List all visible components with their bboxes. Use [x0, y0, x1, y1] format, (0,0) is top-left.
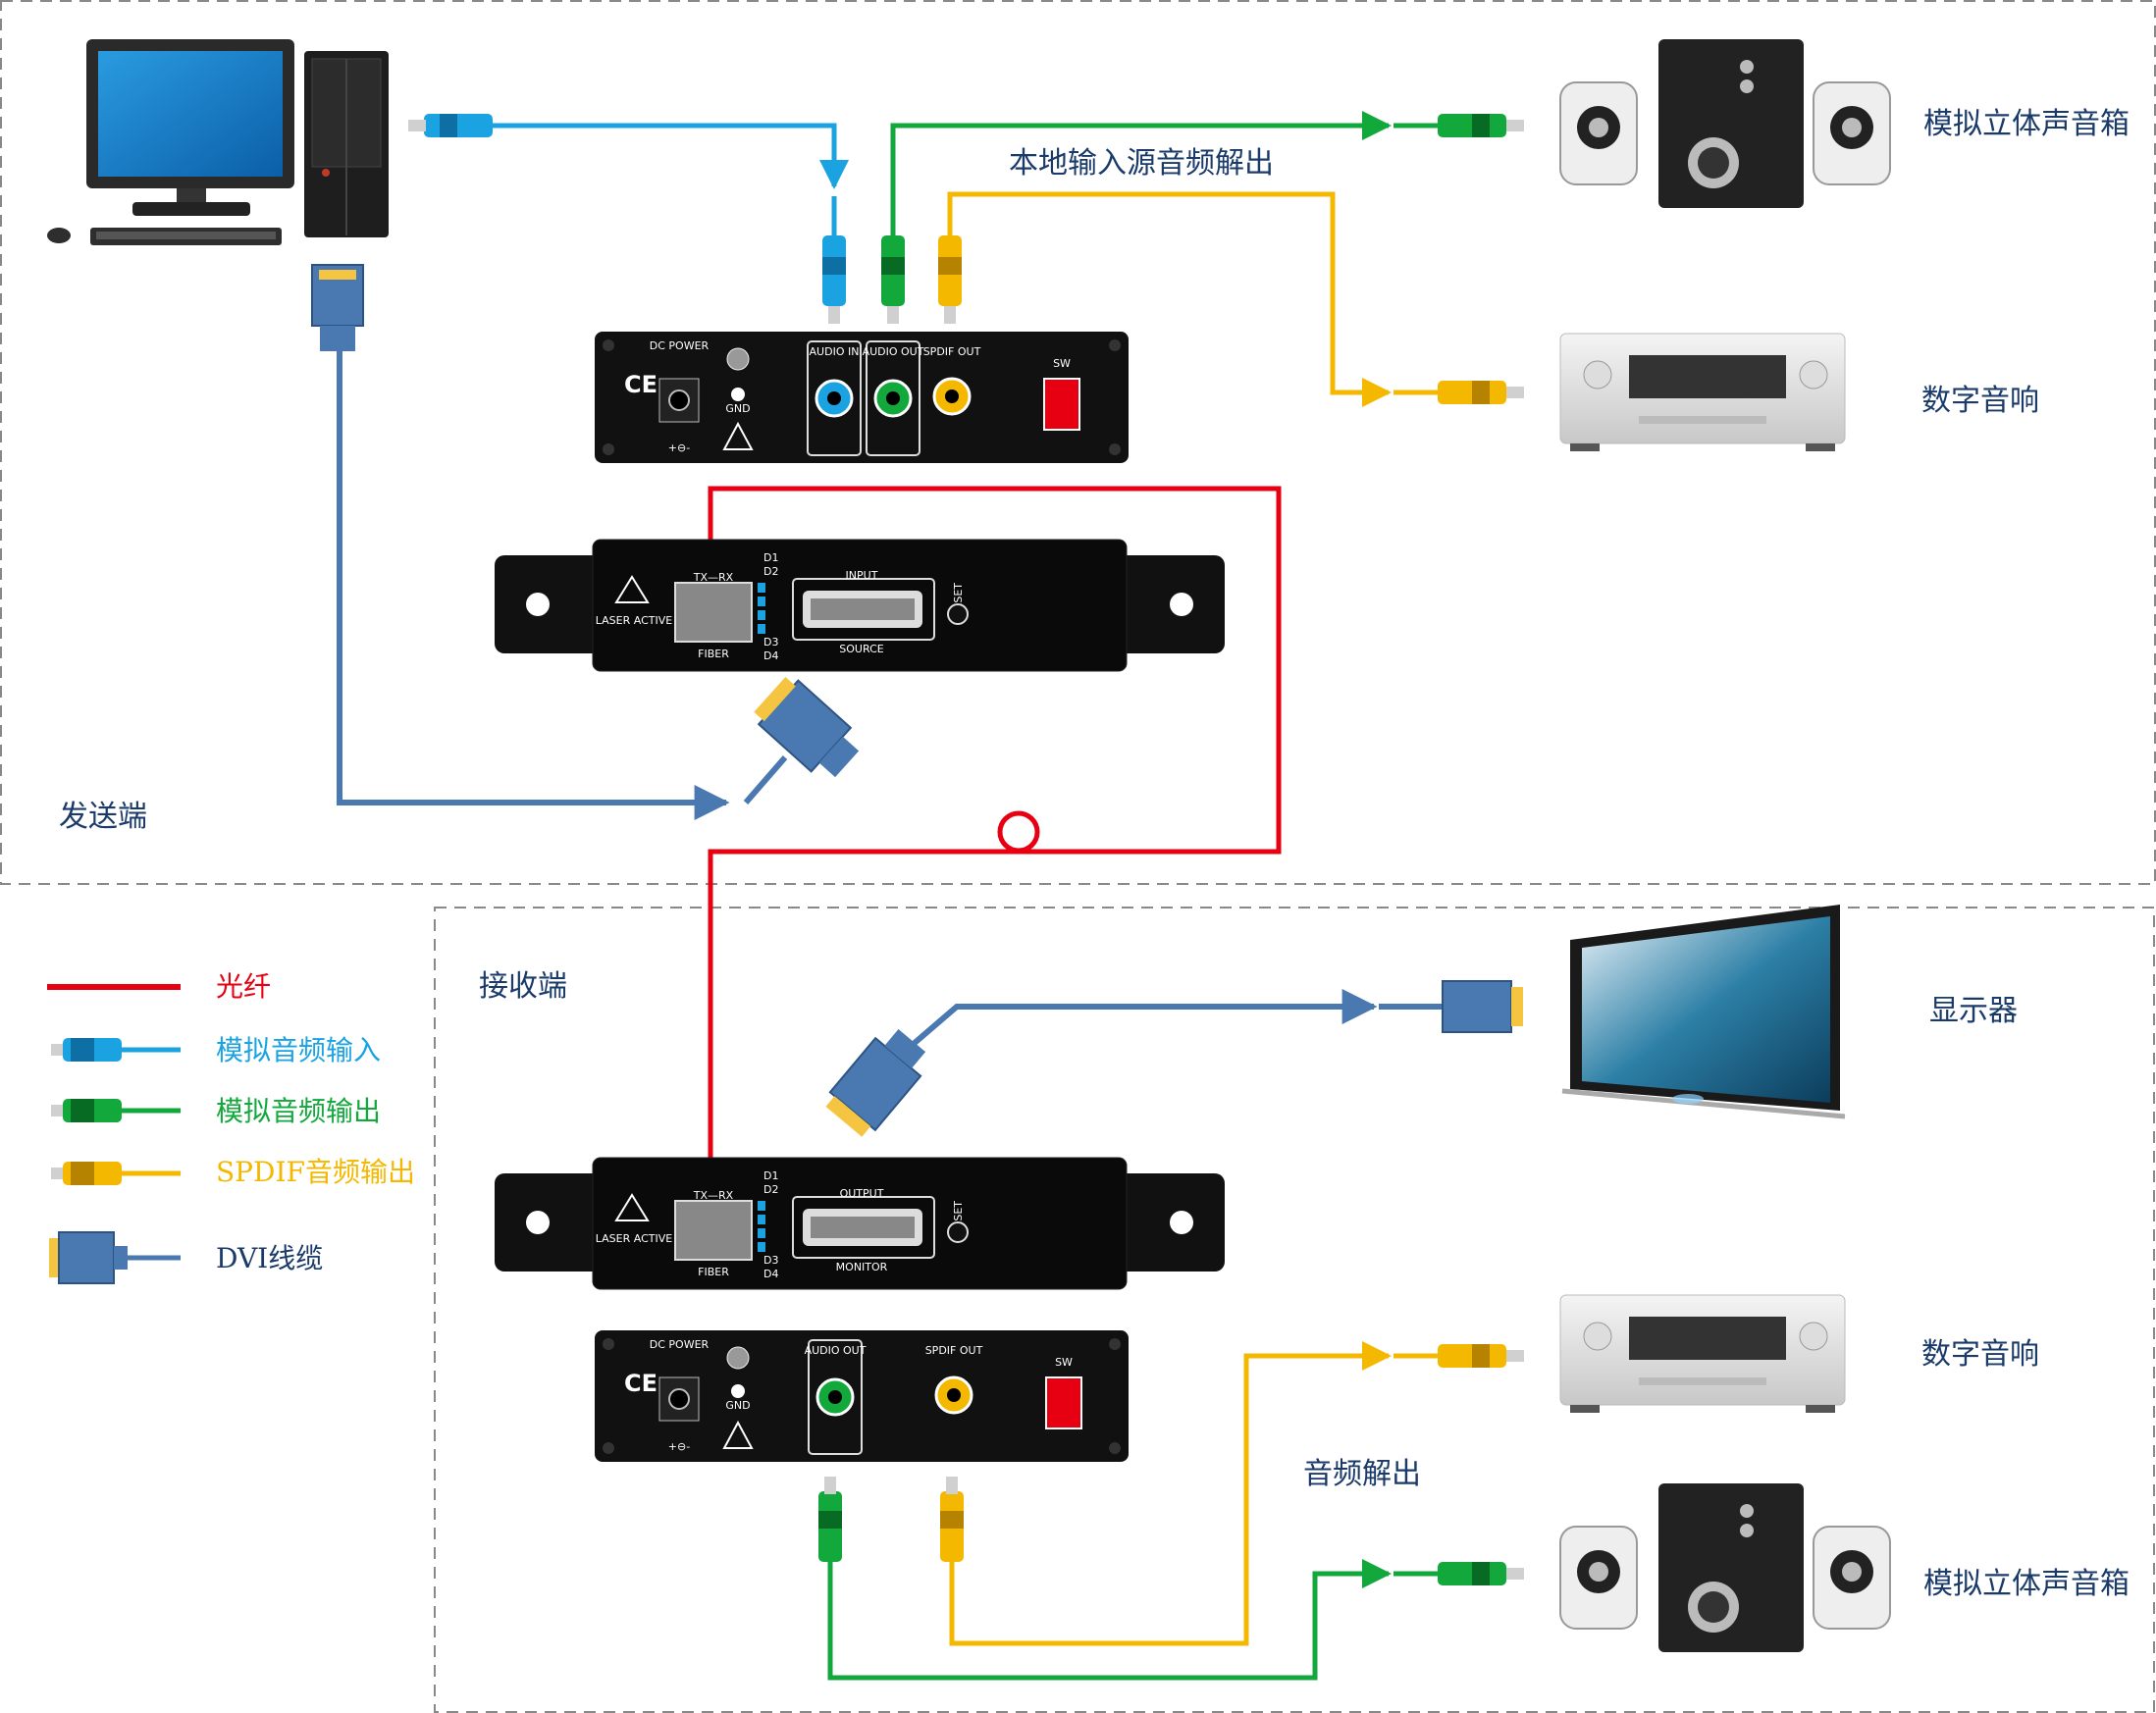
digital-audio-top-icon	[1559, 333, 1846, 451]
legend-dvi: DVI线缆	[49, 1231, 323, 1284]
tx-laser-label: LASER ACTIVE	[596, 614, 672, 627]
receiver-section-border	[434, 907, 2155, 1713]
legend-dvi-label: DVI线缆	[216, 1242, 323, 1274]
top-digital-audio-label: 数字音响	[1921, 384, 2039, 418]
audio-out-label: 音频解出	[1303, 1457, 1421, 1491]
analog-out-cable-top	[881, 111, 1524, 324]
digital-audio-bottom-icon	[1559, 1294, 1846, 1413]
rx-d4-label: D4	[763, 1268, 778, 1280]
rx-gnd-label: GND	[725, 1399, 750, 1412]
tx-audio-in-label: AUDIO IN	[810, 345, 860, 358]
dvi-cable-receiver	[825, 980, 1523, 1137]
monitor-icon	[1561, 905, 1846, 1119]
tx-fiber-label: FIBER	[698, 648, 729, 660]
legend-fiber: 光纤	[47, 970, 271, 1003]
legend-spdif-label: SPDIF音频输出	[216, 1156, 415, 1188]
tx-d1-label: D1	[763, 551, 778, 564]
legend-analog-out: 模拟音频输出	[51, 1095, 381, 1127]
monitor-label: 显示器	[1929, 994, 2018, 1028]
legend-analog-in-label: 模拟音频输入	[216, 1034, 381, 1066]
rx-laser-label: LASER ACTIVE	[596, 1232, 672, 1245]
fiber-cable	[708, 486, 1282, 1179]
sender-section-border	[0, 0, 2156, 885]
rx-d3-label: D3	[763, 1254, 778, 1267]
tx-polarity-label: +⊖-	[668, 441, 690, 454]
tx-dc-power-label: DC POWER	[650, 339, 710, 352]
tx-gnd-label: GND	[725, 402, 750, 415]
speakers-bottom-icon	[1559, 1483, 1891, 1652]
legend: 光纤 模拟音频输入 模拟音频输出 SPDIF音频输出	[47, 970, 415, 1284]
tx-audio-out-label: AUDIO OUT	[863, 345, 924, 358]
rx-d2-label: D2	[763, 1183, 778, 1196]
rx-sw-label: SW	[1055, 1356, 1073, 1369]
dvi-cable-sender	[311, 264, 860, 820]
top-stereo-speakers-label: 模拟立体声音箱	[1923, 107, 2130, 141]
tx-txrx-label: TX—RX	[693, 571, 734, 584]
rx-audio-out-label: AUDIO OUT	[805, 1344, 867, 1357]
rx-audio-panel: DC POWER GND +⊖- CE AUDIO OUT SPDIF OUT …	[595, 1330, 1129, 1462]
tx-d4-label: D4	[763, 649, 778, 662]
svg-text:CE: CE	[624, 1370, 657, 1397]
bottom-digital-audio-label: 数字音响	[1921, 1337, 2039, 1372]
legend-analog-out-label: 模拟音频输出	[216, 1095, 381, 1127]
rx-video-panel: LASER ACTIVE TX—RX FIBER D1 D2 D3 D4 OUT…	[495, 1157, 1225, 1290]
bottom-stereo-speakers-label: 模拟立体声音箱	[1923, 1567, 2130, 1601]
analog-out-cable-bottom	[818, 1477, 1524, 1681]
rx-monitor-label: MONITOR	[836, 1261, 888, 1273]
tx-video-panel: LASER ACTIVE TX—RX FIBER D1 D2 D3 D4 INP…	[495, 539, 1225, 672]
rx-d1-label: D1	[763, 1169, 778, 1182]
tx-audio-panel: DC POWER GND +⊖- CE AUDIO IN AUDIO OUT S…	[595, 332, 1129, 463]
receiver-section-label: 接收端	[479, 969, 567, 1004]
tx-spdif-out-label: SPDIF OUT	[923, 345, 981, 358]
tx-input-label: INPUT	[846, 569, 878, 582]
speakers-top-icon	[1559, 39, 1891, 208]
legend-analog-in: 模拟音频输入	[51, 1034, 381, 1066]
tx-d2-label: D2	[763, 565, 778, 578]
tx-source-label: SOURCE	[839, 643, 883, 655]
computer-icon	[47, 39, 389, 245]
rx-fiber-label: FIBER	[698, 1266, 729, 1278]
rx-dc-power-label: DC POWER	[650, 1338, 710, 1351]
rx-spdif-out-label: SPDIF OUT	[925, 1344, 983, 1357]
tx-sw-label: SW	[1053, 357, 1071, 370]
rx-output-label: OUTPUT	[840, 1187, 884, 1200]
spdif-cable-bottom	[940, 1341, 1524, 1646]
legend-fiber-label: 光纤	[216, 970, 271, 1003]
analog-in-cable	[408, 114, 849, 324]
rx-txrx-label: TX—RX	[693, 1189, 734, 1202]
svg-text:CE: CE	[624, 371, 657, 398]
tx-d3-label: D3	[763, 636, 778, 649]
rx-polarity-label: +⊖-	[668, 1440, 690, 1453]
legend-spdif: SPDIF音频输出	[51, 1156, 415, 1188]
sender-section-label: 发送端	[59, 800, 147, 834]
spdif-cable-top	[938, 191, 1524, 407]
local-audio-out-label: 本地输入源音频解出	[1009, 146, 1274, 181]
